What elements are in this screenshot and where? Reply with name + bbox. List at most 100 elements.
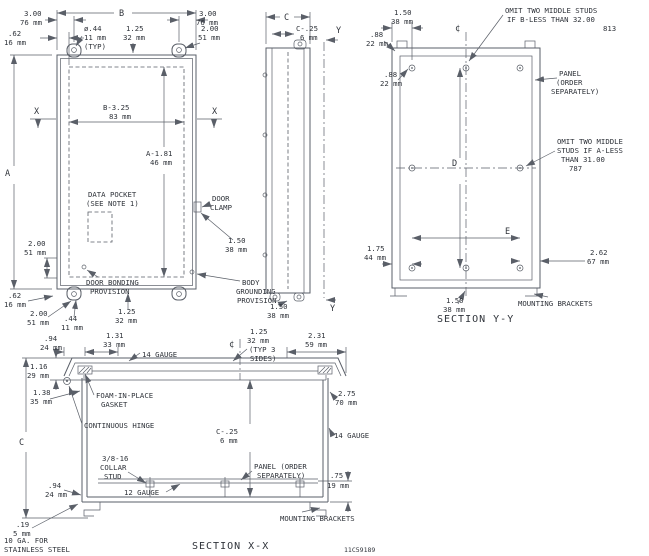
door-clamp-note-2: CLAMP [210,203,233,212]
dim-150-top-in: 1.50 [394,8,412,17]
omit-studs-b-note-2: IF B-LESS THAN 32.00 [507,15,595,24]
dim-231-in: 2.31 [308,331,326,340]
dim-150-right-in: 1.50 [228,236,246,245]
dim-200-top-mm: 51 mm [198,33,221,42]
dim-019-in: .19 [16,520,29,529]
hinge-cross-section [63,377,71,385]
dim-044-bot-in: .44 [64,314,78,323]
dim-231-mm: 59 mm [305,340,328,349]
section-yy-title: SECTION Y-Y [437,314,514,325]
yy-top-bracket [396,40,408,49]
door-bonding-stud [81,264,87,270]
door-clamp-note-1: DOOR [212,194,230,203]
dim-138-mm: 35 mm [30,397,53,406]
dim-116-in: 1.16 [30,362,48,371]
mounting-bracket-right [309,502,327,517]
dim-125-typ-in: 1.25 [250,327,268,336]
dim-125-top-mm: 32 mm [123,33,146,42]
section-x-marker-left: X [34,107,40,117]
hinge-knuckle [262,72,268,78]
dim-262-in: 2.62 [590,248,608,257]
dim-138-in: 1.38 [33,388,51,397]
dim-c-label: C [284,13,289,23]
dim-c25-mm: 6 mm [220,436,238,445]
dim-088b-mm: 22 mm [380,79,403,88]
dim-131-in: 1.31 [106,331,124,340]
side-outline [262,39,311,302]
hinge-knuckle [262,252,268,258]
stainless-note-2: STAINLESS STEEL [4,545,71,554]
centerline-symbol: ¢ [229,340,234,350]
yy-outline [390,32,542,297]
dim-a-label: A [5,169,10,179]
dim-300-right-mm: 76 mm [196,18,219,27]
dim-b325-in: B-3.25 [103,103,129,112]
collar-stud-note-2: COLLAR [100,463,127,472]
panel-note-2: (ORDER [556,78,583,87]
dim-c25-in: C-.25 [216,427,238,436]
door-bonding-note-1: DOOR BONDING [86,278,139,287]
dim-019-mm: 5 mm [13,529,31,538]
dim-275-in: 2.75 [338,389,356,398]
gauge12-note: 12 GAUGE [124,488,159,497]
panel-stud [408,264,416,272]
omit-studs-a-note-3: THAN 31.00 [561,155,605,164]
front-dimension-lines [10,9,241,318]
dim-125-bot-in: 1.25 [118,307,136,316]
body-back [82,496,328,503]
dim-300-left-mm: 76 mm [20,18,43,27]
omit-studs-a-note-2: STUDS IF A-LESS [557,146,623,155]
dim-175-in: 1.75 [367,244,385,253]
drawing-number: 11C59189 [344,546,375,554]
dim-131-mm: 33 mm [103,340,126,349]
dim-150-bot-in: 1.50 [446,296,464,305]
mounting-bracket-left [83,502,101,517]
collar-stud-note-1: 3/8-16 [102,454,128,463]
dim-175-mm: 44 mm [364,253,387,262]
panel-note-1: PANEL (ORDER [254,462,307,471]
dim-094-top-in: .94 [44,334,58,343]
dim-044-bot-mm: 11 mm [61,323,84,332]
dim-150-side-mm: 38 mm [267,311,290,320]
dim-075-mm: 19 mm [327,481,350,490]
data-pocket-note-1: DATA POCKET [88,190,137,199]
dim-b-label: B [119,9,124,19]
dim-094-bot-in: .94 [48,481,62,490]
panel-stud [516,64,524,72]
dim-262-mm: 67 mm [587,257,610,266]
panel-note-3: SEPARATELY) [551,87,599,96]
data-pocket-note-2: (SEE NOTE 1) [86,199,139,208]
body-grounding-note-2: GROUNDING [236,287,276,296]
dim-200-mid-in: 2.00 [28,239,46,248]
xx-labels: .94 24 mm 1.31 33 mm 1.16 29 mm 14 GAUGE… [4,327,375,554]
xx-dimension-lines [22,347,352,529]
panel-cross-section [98,478,318,484]
dim-125-bot-mm: 32 mm [115,316,138,325]
body-grounding-stud [189,269,195,275]
stainless-note-1: 10 GA. FOR [4,536,49,545]
yy-labels: 1.50 38 mm ¢ OMIT TWO MIDDLE STUDS IF B-… [364,6,623,325]
dim-150-side-in: 1.50 [270,302,288,311]
dim-200-bot-in: 2.00 [30,309,48,318]
dim-088a-in: .88 [370,30,383,39]
dim-116-mm: 29 mm [27,371,50,380]
panel-stud [516,264,524,272]
centerline-symbol: ¢ [455,24,460,34]
hinge-knuckle [262,132,268,138]
omit-studs-a-note-1: OMIT TWO MIDDLE [557,137,623,146]
section-y-marker-bottom: Y [330,304,335,314]
dim-300-left-in: 3.00 [24,9,42,18]
collar-stud-note-3: STUD [104,472,122,481]
gauge14-right-note: 14 GAUGE [334,431,369,440]
side-labels: C C-.25 6 mm Y Y 1.50 38 mm [267,13,341,320]
dim-275-mm: 70 mm [335,398,358,407]
foam-gasket-note-1: FOAM-IN-PLACE [96,391,153,400]
section-xx-view: .94 24 mm 1.31 33 mm 1.16 29 mm 14 GAUGE… [4,327,375,554]
yy-dimension-lines [381,14,585,305]
data-pocket-outline [87,211,113,243]
xx-outline [63,339,347,517]
side-view: C C-.25 6 mm Y Y 1.50 38 mm [262,12,341,320]
dim-125-typ-note-2: SIDES) [250,354,276,363]
body-walls [81,378,329,502]
